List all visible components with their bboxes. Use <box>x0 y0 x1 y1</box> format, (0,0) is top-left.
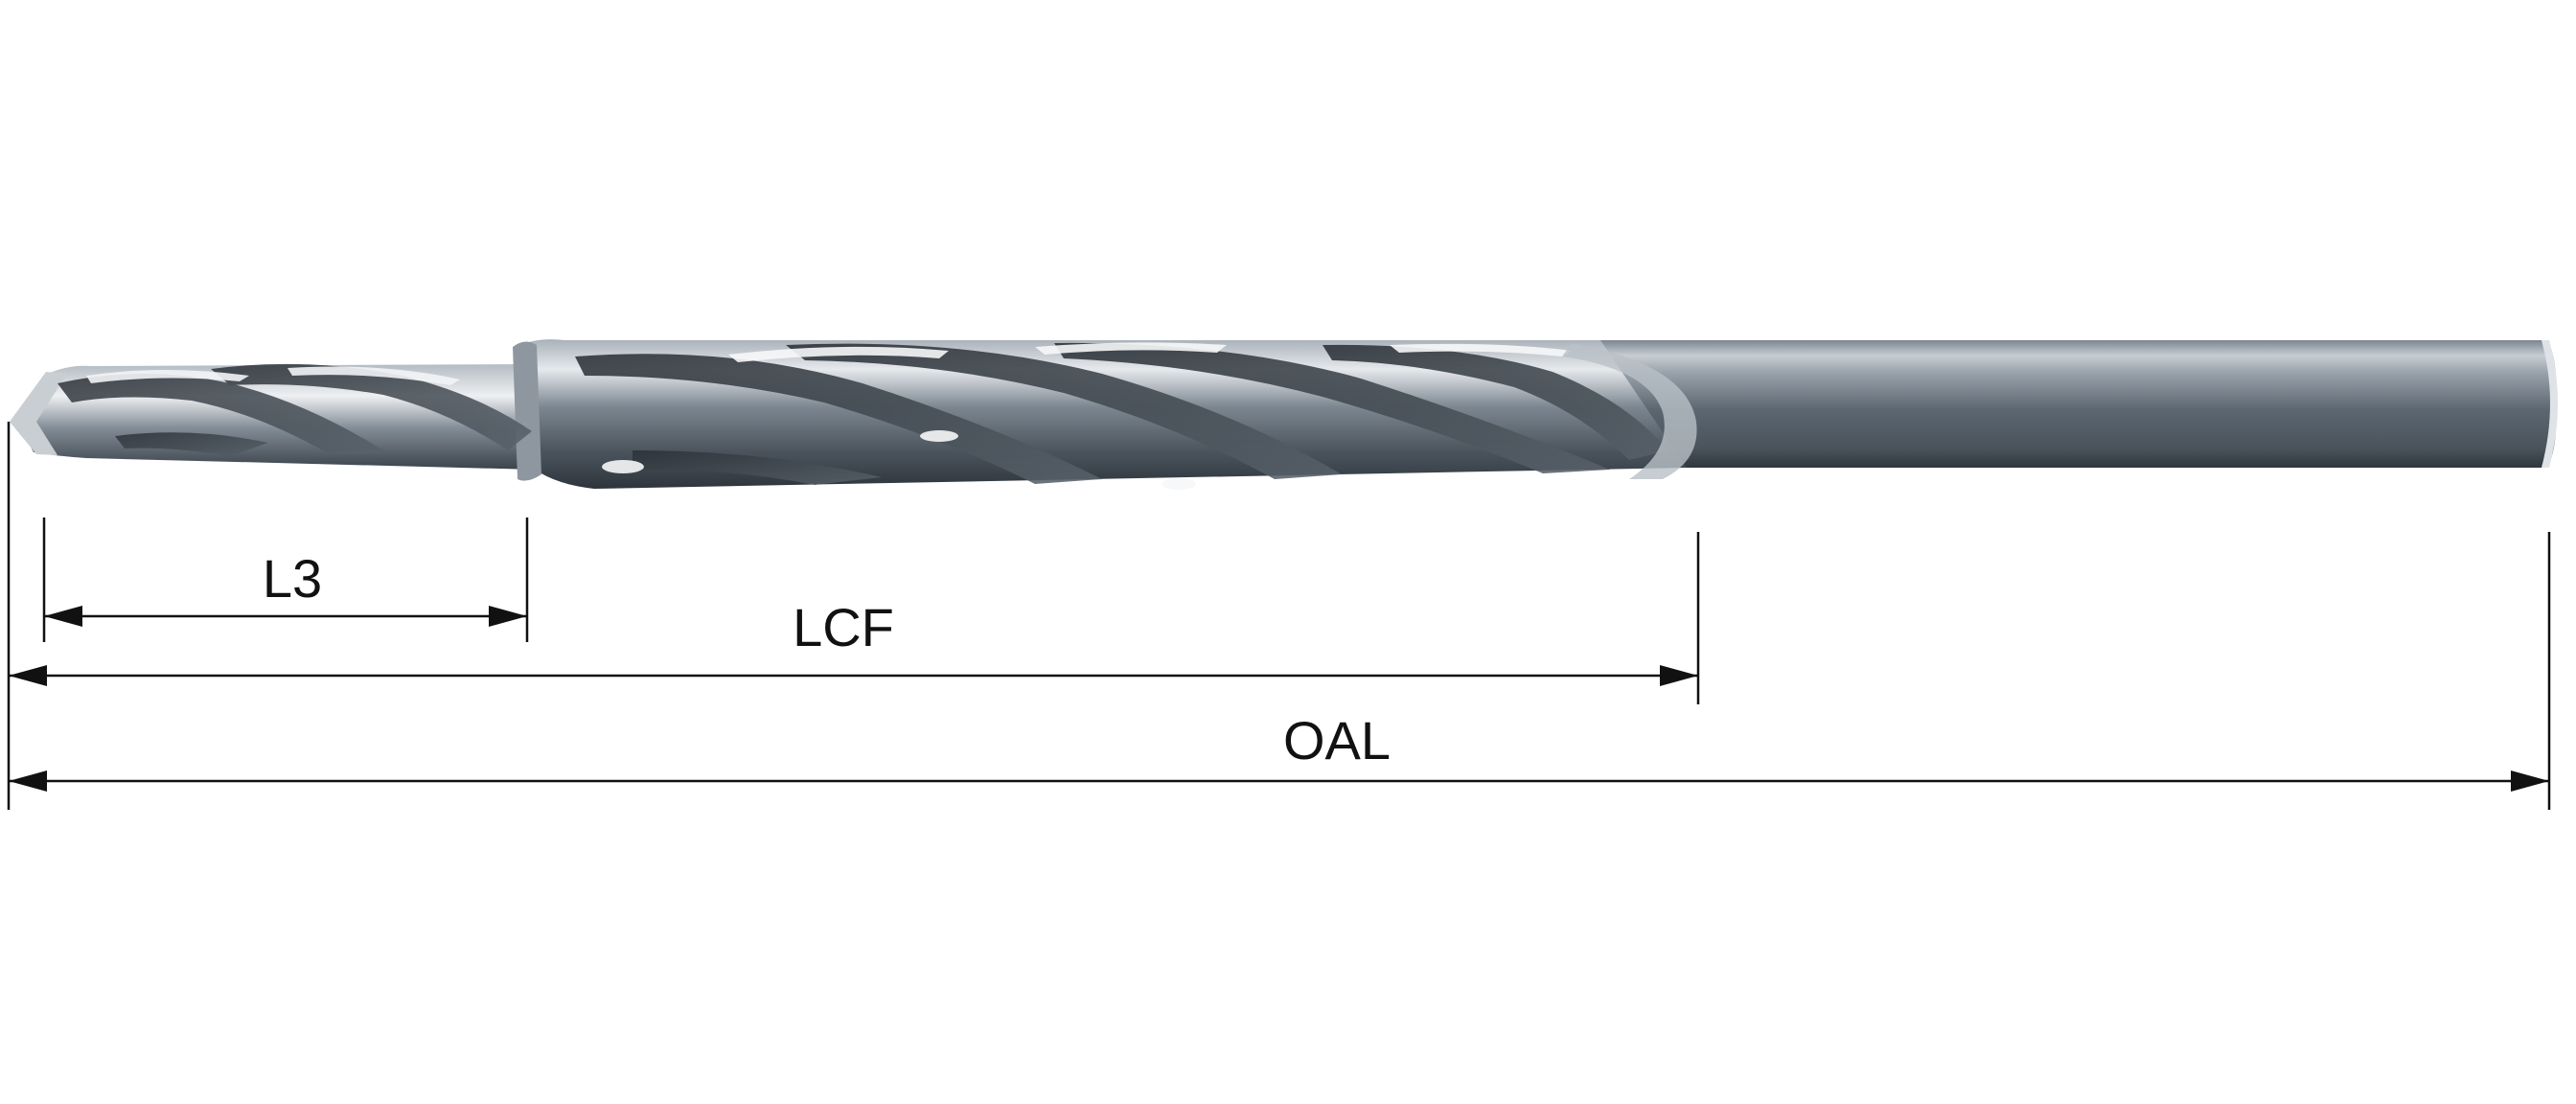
l3-label: L3 <box>263 548 322 609</box>
shank-end-chamfer <box>2542 340 2558 468</box>
oal-label: OAL <box>1283 710 1391 770</box>
drill-shank <box>1591 340 2557 468</box>
drill-tool <box>10 339 2558 490</box>
lcf-label: LCF <box>793 597 894 657</box>
l3-arrow-right <box>489 606 527 627</box>
main-flute-grooves <box>575 342 1668 485</box>
dimension-arrows <box>9 606 2549 792</box>
main-flute-highlights <box>602 342 1572 490</box>
step-flute-grooves <box>58 363 532 456</box>
oal-arrow-right <box>2511 770 2549 792</box>
step-flute-highlights <box>86 366 460 385</box>
l3-arrow-left <box>44 606 82 627</box>
drill-point <box>10 372 67 455</box>
lcf-arrow-left <box>9 665 47 686</box>
flute-runout <box>1562 343 1697 479</box>
drill-step-shoulder <box>513 341 541 481</box>
lcf-arrow-right <box>1660 665 1698 686</box>
oal-arrow-left <box>9 770 47 792</box>
dimension-lines <box>7 422 2551 810</box>
